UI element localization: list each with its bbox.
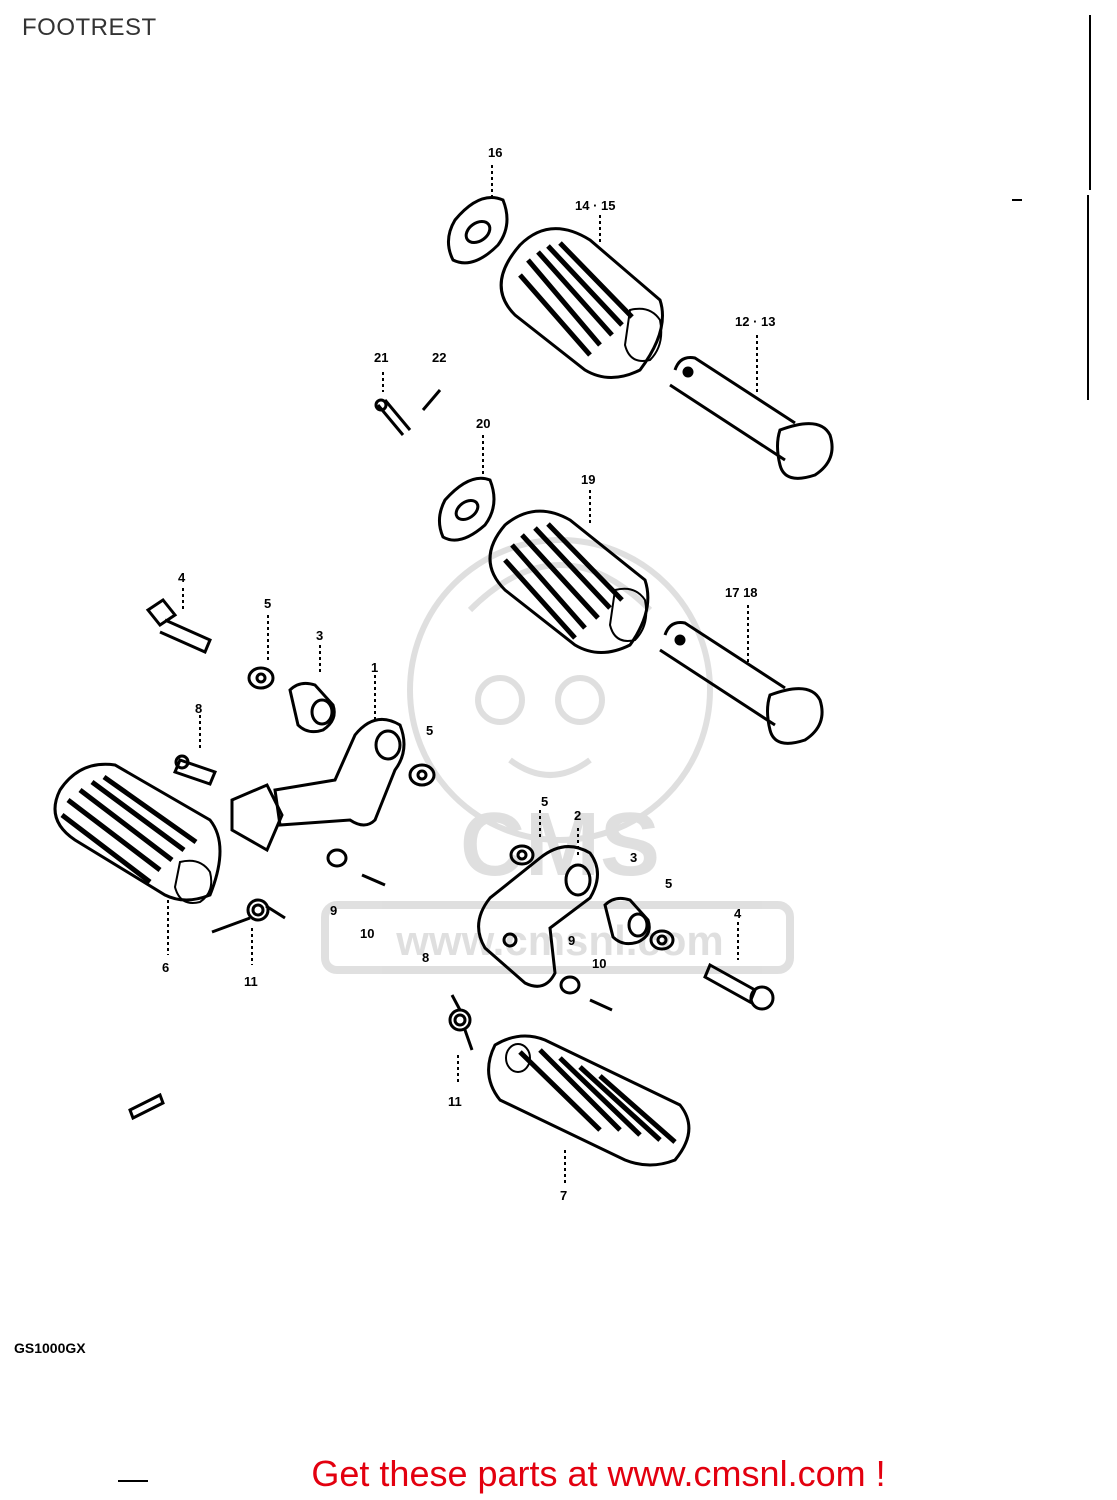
callout-11-b: 11: [448, 1094, 462, 1109]
small-clip-fragment: [128, 1092, 165, 1121]
callout-17-18: 17 18: [725, 585, 758, 600]
callout-19: 19: [581, 472, 595, 487]
callout-2: 2: [574, 808, 581, 823]
callout-6: 6: [162, 960, 169, 975]
model-code: GS1000GX: [14, 1340, 86, 1356]
part-7-rubber: [487, 1034, 691, 1167]
scan-border-marks: [1012, 15, 1091, 400]
callout-7: 7: [560, 1188, 567, 1203]
callout-10-b: 10: [592, 956, 606, 971]
callout-14-15: 14 · 15: [575, 198, 615, 213]
callout-11-a: 11: [244, 974, 258, 989]
part-2-bracket: [477, 845, 599, 988]
part-9-nut-b: [559, 975, 581, 995]
part-5-washer-b: [408, 763, 436, 787]
cms-watermark: CMS www.cmsnl.com: [321, 537, 794, 974]
callout-10-a: 10: [360, 926, 374, 941]
part-3-bushing-b: [603, 896, 651, 946]
callout-8-b: 8: [422, 950, 429, 965]
part-20-gasket: [438, 476, 496, 542]
svg-text:CMS: CMS: [460, 795, 660, 895]
part-22-clip: [421, 389, 442, 411]
part-1-bracket: [230, 717, 406, 853]
part-5-washer-a: [247, 666, 275, 690]
part-19-rubber: [488, 509, 650, 654]
callout-20: 20: [476, 416, 490, 431]
callout-21: 21: [374, 350, 388, 365]
callout-4-right: 4: [734, 906, 742, 921]
callout-22: 22: [432, 350, 446, 365]
callout-9-a: 9: [330, 903, 337, 918]
part-11-spring-a: [211, 898, 286, 934]
part-11-spring-b: [448, 994, 474, 1051]
callout-5-a: 5: [264, 596, 271, 611]
stray-mark: [118, 1480, 148, 1482]
part-5-washer-c: [509, 844, 535, 866]
part-21-cotter-pin: [374, 398, 412, 436]
part-8-pin: [173, 754, 217, 786]
parts-store-link-text: Get these parts at www.cmsnl.com !: [311, 1453, 886, 1494]
callout-9-b: 9: [568, 933, 575, 948]
part-12-13-pin: [669, 356, 834, 480]
part-3-bushing-a: [288, 681, 336, 734]
part-14-15-rubber: [499, 227, 664, 379]
part-10-screw-b: [589, 998, 613, 1012]
part-17-18-pin: [659, 621, 824, 745]
callout-4-left: 4: [178, 570, 186, 585]
part-6-rubber: [53, 762, 222, 904]
callout-1: 1: [371, 660, 378, 675]
callout-5-d: 5: [665, 876, 672, 891]
parts-store-link[interactable]: Get these parts at www.cmsnl.com !: [0, 1453, 1117, 1495]
callout-5-c: 5: [541, 794, 548, 809]
callout-8: 8: [195, 701, 202, 716]
part-16-gasket: [447, 196, 509, 265]
part-4-bolt-right: [703, 962, 775, 1011]
part-10-screw-a: [361, 873, 386, 887]
callout-3-a: 3: [316, 628, 323, 643]
part-5-washer-d: [649, 929, 675, 951]
part-4-bolt-left: [145, 597, 212, 654]
svg-text:www.cmsnl.com: www.cmsnl.com: [395, 917, 724, 964]
page-title: FOOTREST: [22, 14, 157, 41]
callout-16: 16: [488, 145, 502, 160]
callout-12-13: 12 · 13: [735, 314, 775, 329]
part-9-nut-a: [326, 848, 348, 868]
callout-3-b: 3: [630, 850, 637, 865]
callout-5-b: 5: [426, 723, 433, 738]
